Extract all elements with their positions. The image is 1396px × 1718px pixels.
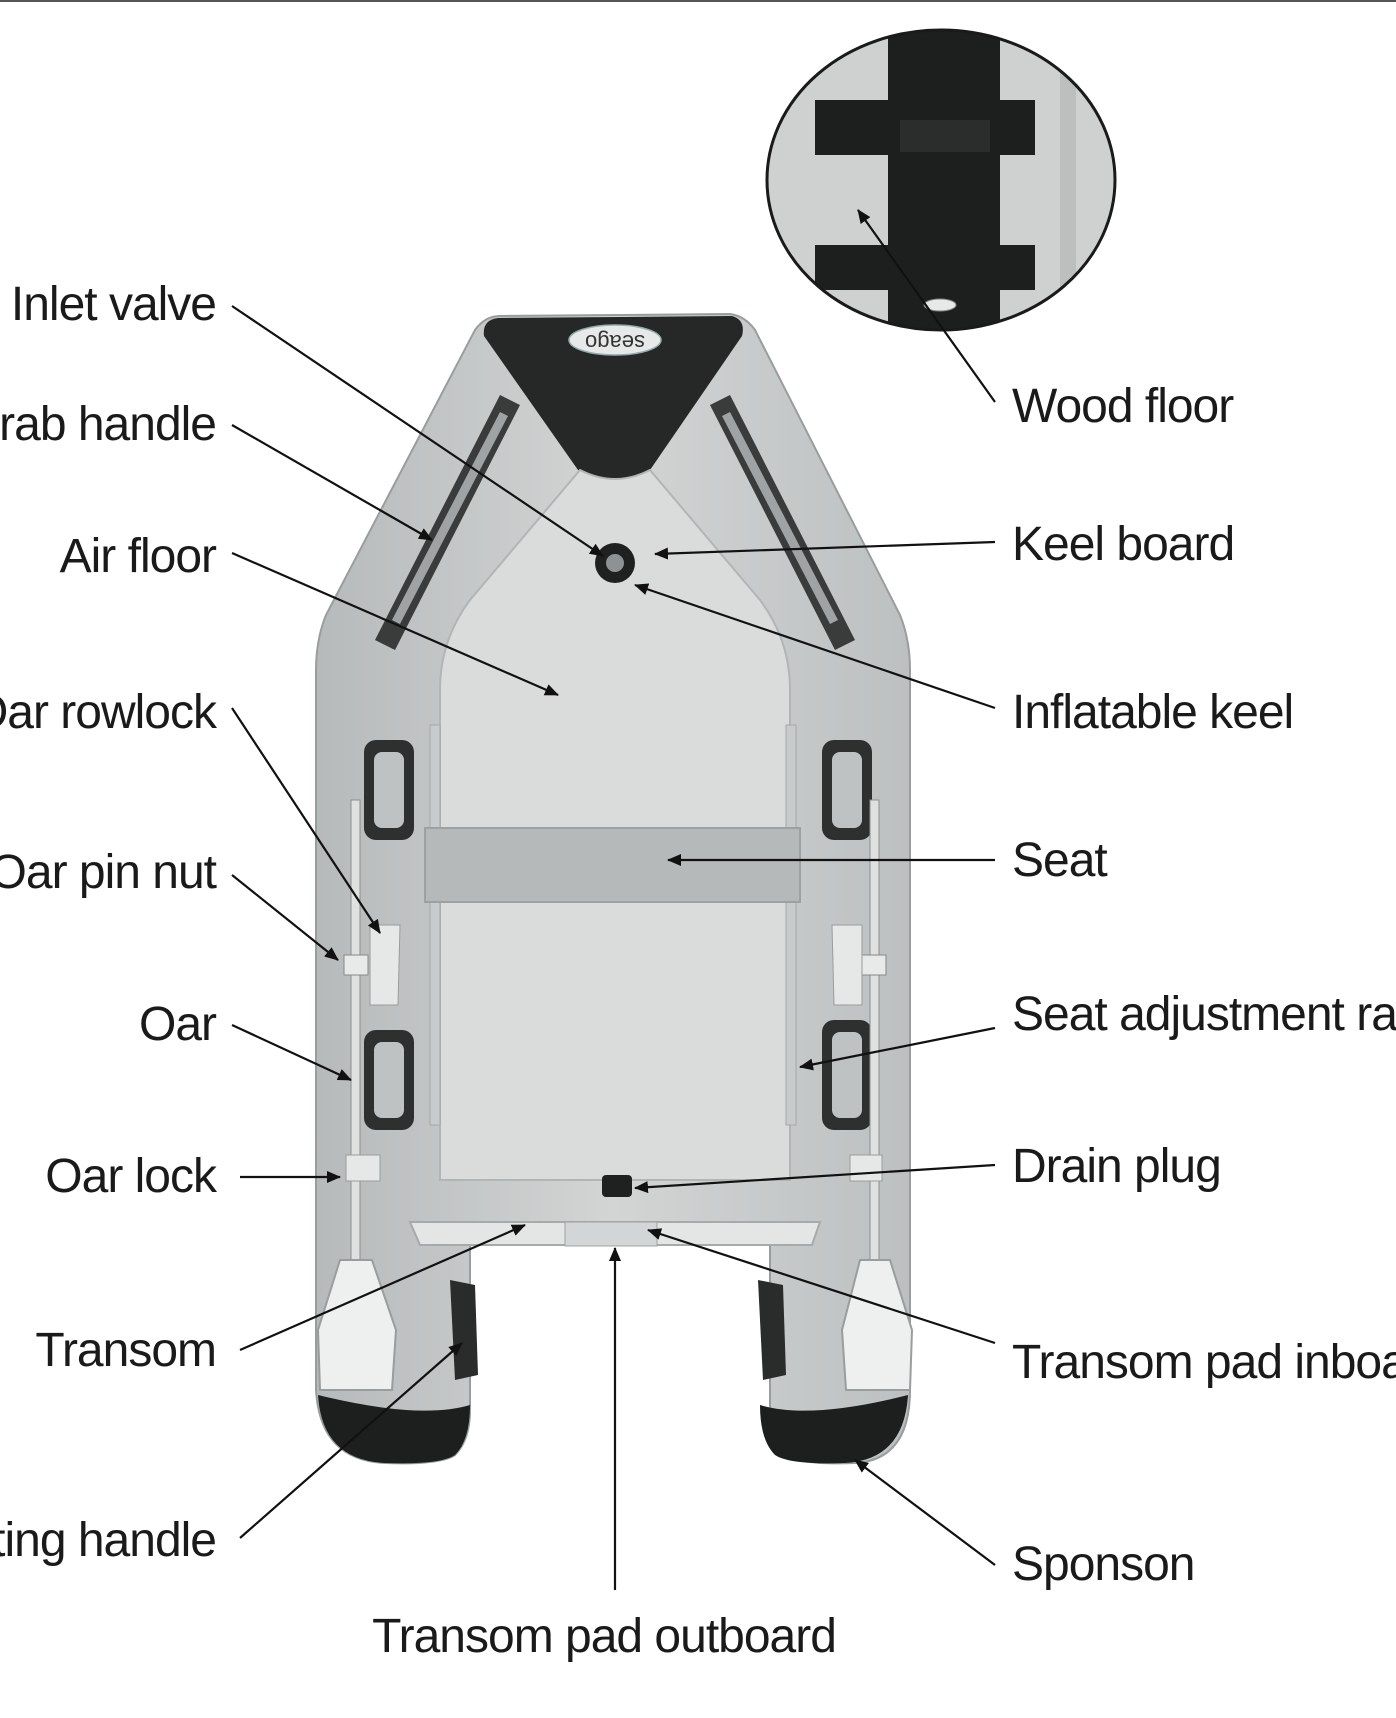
seat-rail-left (429, 724, 441, 1126)
oar-pin-nut-left (343, 954, 369, 976)
label-oar-rowlock: Oar rowlock (0, 686, 218, 739)
label-lifting-handle: Lifting handle (0, 1514, 216, 1567)
leader-keel-board (654, 540, 996, 560)
label-drain-plug: Drain plug (1012, 1140, 1221, 1193)
label-oar-pin-nut: Oar pin nut (0, 846, 217, 899)
label-seat-adjustment-rail: Seat adjustment rail (1012, 988, 1396, 1041)
floor-area (439, 468, 791, 1181)
leader-lines (231, 209, 996, 1590)
leader-transom (239, 1223, 526, 1352)
leader-oar-rowlock (231, 707, 381, 934)
leader-grab-handle (231, 424, 433, 541)
label-wood-floor: Wood floor (1012, 380, 1234, 433)
label-oar-lock: Oar lock (45, 1150, 218, 1203)
leader-wood-floor (857, 209, 996, 403)
leader-air-floor (231, 551, 559, 697)
leader-seat-adjustment-rail (799, 1026, 996, 1071)
leader-inlet-valve (231, 305, 604, 557)
oar-right (831, 799, 914, 1391)
label-transom-pad-inboard: Transom pad inboard (1012, 1336, 1396, 1389)
labels-left: Inlet valve Grab handle Air floor Oar ro… (0, 278, 219, 1567)
drain-plug (602, 1175, 632, 1197)
brand-badge (568, 324, 662, 356)
sponson-left (318, 1395, 470, 1464)
label-oar: Oar (139, 998, 217, 1051)
label-seat: Seat (1012, 834, 1107, 887)
label-inlet-valve: Inlet valve (11, 278, 216, 331)
leader-drain-plug (634, 1163, 996, 1194)
brand-text: seago (585, 330, 645, 355)
oar-lock-left (345, 1154, 381, 1182)
leader-lifting-handle (239, 1342, 463, 1539)
labels-right: Wood floor Keel board Inflatable keel Se… (1012, 380, 1396, 1591)
leader-transom-pad-inboard (647, 1228, 996, 1345)
oar-left (316, 799, 401, 1391)
label-transom-pad-outboard: Transom pad outboard (372, 1610, 836, 1663)
leader-inflatable-keel (634, 583, 996, 710)
label-grab-handle: Grab handle (0, 398, 216, 451)
label-inflatable-keel: Inflatable keel (1012, 686, 1293, 739)
grab-handle-left (375, 395, 520, 650)
label-air-floor: Air floor (60, 530, 217, 583)
leader-oar-pin-nut (231, 874, 339, 961)
oar-rowlock-left (369, 924, 401, 1006)
seat-rail-right (785, 724, 797, 1126)
bow-cone (483, 316, 743, 480)
label-transom: Transom (35, 1324, 216, 1377)
transom-pad (564, 1221, 658, 1247)
sponson-right (760, 1395, 908, 1464)
label-keel-board: Keel board (1012, 518, 1234, 571)
lifting-handle-right (758, 1280, 786, 1380)
wood-floor-inset (765, 28, 1117, 332)
seat (424, 827, 801, 903)
top-rule (0, 0, 1396, 2)
leader-oar (231, 1024, 352, 1081)
boat-illustration: seago (315, 312, 914, 1465)
label-sponson: Sponson (1012, 1538, 1195, 1591)
leader-sponson (854, 1459, 996, 1566)
grab-handle-right (710, 395, 855, 650)
